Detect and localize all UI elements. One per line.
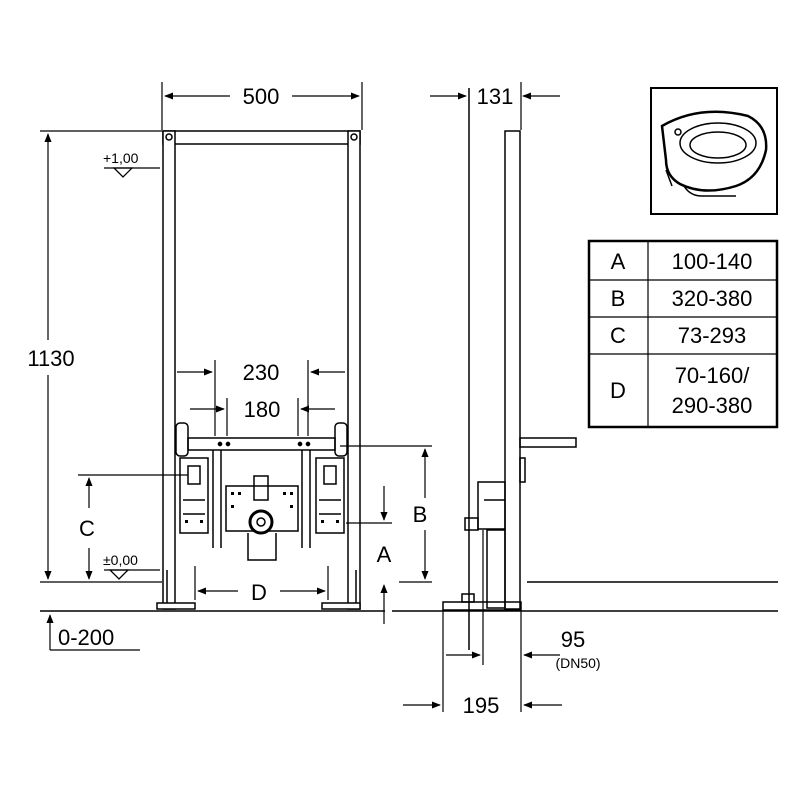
level-triangle-icon bbox=[104, 569, 160, 580]
level-plus-label: +1,00 bbox=[103, 150, 139, 166]
dimension-lines bbox=[40, 82, 562, 712]
dimension-table bbox=[587, 239, 779, 429]
dim-label-b: B bbox=[413, 502, 428, 527]
table-row-d-key: D bbox=[610, 378, 626, 403]
product-thumbnail bbox=[650, 87, 778, 215]
dim-label-c: C bbox=[79, 516, 95, 541]
wall-hung-bidet-icon bbox=[660, 110, 768, 197]
floor-lines bbox=[40, 581, 778, 612]
dim-width-500: 500 bbox=[243, 84, 280, 109]
dim-label-a: A bbox=[377, 542, 392, 567]
side-view-frame bbox=[442, 88, 577, 650]
table-row-a-value: 100-140 bbox=[672, 249, 753, 274]
table-row-b-value: 320-380 bbox=[672, 286, 753, 311]
dim-spacing-180: 180 bbox=[244, 397, 281, 422]
level-triangle-icon bbox=[104, 167, 160, 178]
table-row-d-value-line2: 290-380 bbox=[672, 393, 753, 418]
dim-label-d: D bbox=[251, 580, 267, 605]
table-row-b-key: B bbox=[611, 286, 626, 311]
dim-depth-131: 131 bbox=[477, 84, 514, 109]
table-row-d-value-line1: 70-160/ bbox=[675, 363, 751, 388]
table-row-a-key: A bbox=[611, 249, 626, 274]
dim-pipe-dn: (DN50) bbox=[555, 655, 600, 671]
table-row-c-value: 73-293 bbox=[678, 323, 747, 348]
dim-spacing-230: 230 bbox=[243, 360, 280, 385]
level-zero-label: ±0,00 bbox=[103, 552, 138, 568]
dim-adjust-range: 0-200 bbox=[58, 625, 114, 650]
dim-depth-195: 195 bbox=[463, 693, 500, 718]
dim-height-1130: 1130 bbox=[27, 346, 74, 371]
table-row-c-key: C bbox=[610, 323, 626, 348]
front-view-frame bbox=[156, 130, 361, 610]
dim-pipe-95: 95 bbox=[561, 627, 585, 652]
